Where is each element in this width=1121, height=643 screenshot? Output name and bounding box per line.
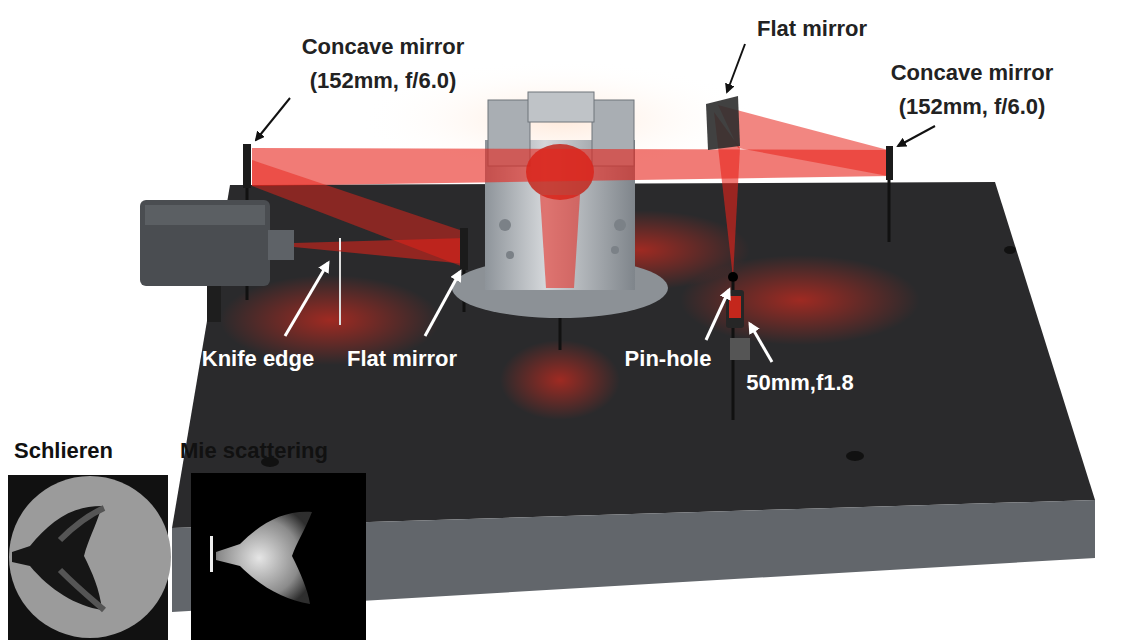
image-inset: Mie scattering bbox=[180, 436, 370, 636]
image-inset: Schlieren bbox=[14, 436, 174, 636]
part-label: Concave mirror (152mm, f/6.0) bbox=[867, 56, 1077, 124]
part-label: Concave mirror (152mm, f/6.0) bbox=[278, 30, 488, 98]
part-label: Flat mirror bbox=[732, 12, 892, 46]
inset-heading: Schlieren bbox=[14, 436, 174, 466]
part-label: Knife edge bbox=[183, 342, 333, 376]
part-label: Flat mirror bbox=[327, 342, 477, 376]
part-label: 50mm,f1.8 bbox=[730, 366, 870, 400]
part-label: Pin-hole bbox=[608, 342, 728, 376]
inset-heading: Mie scattering bbox=[180, 436, 370, 466]
